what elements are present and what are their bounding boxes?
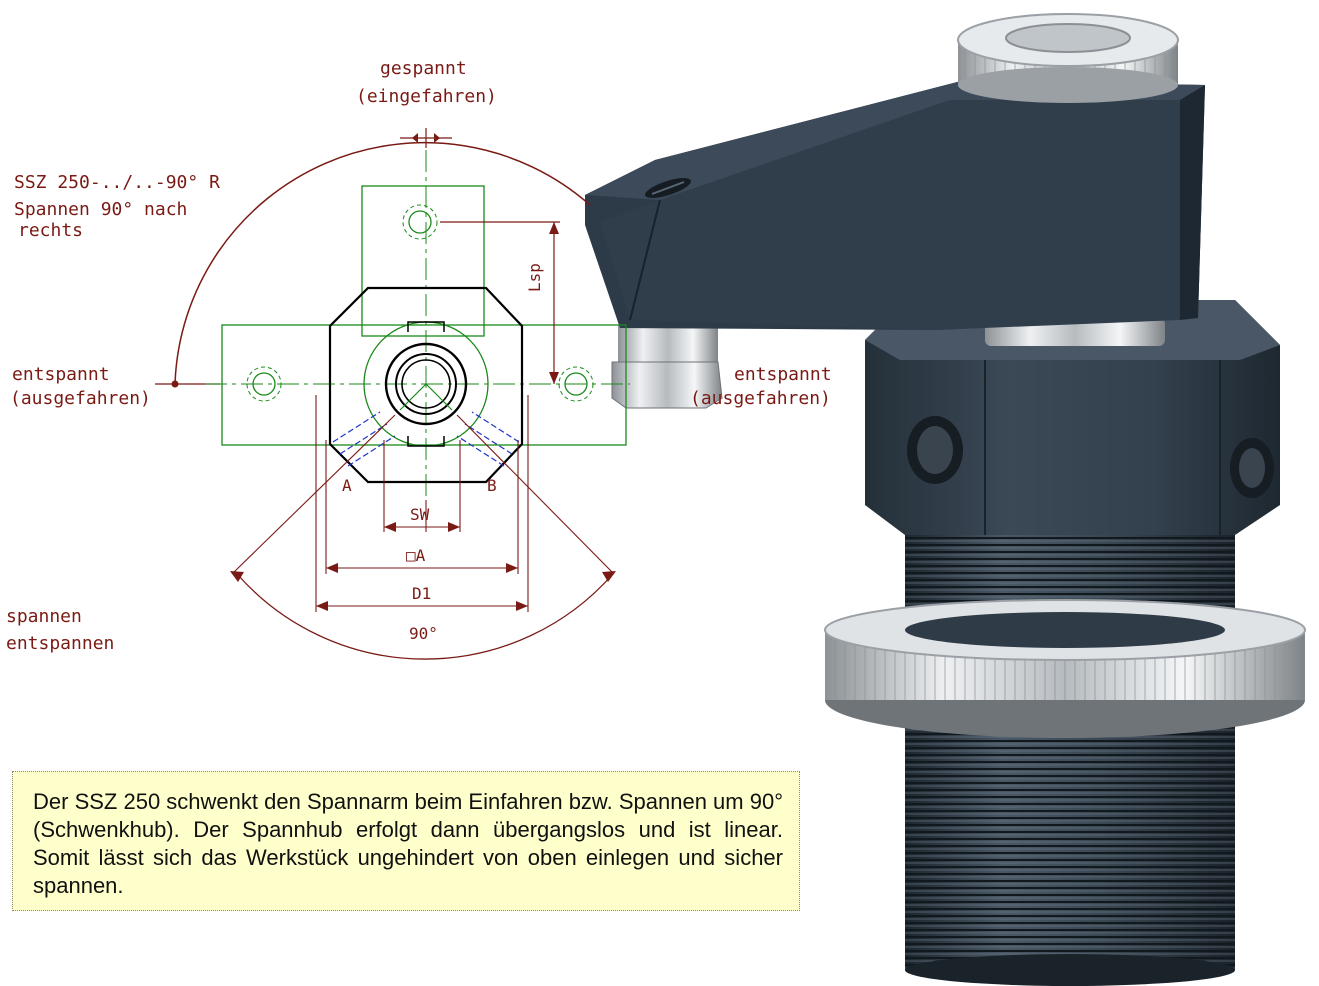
label-left-state: entspannt xyxy=(12,364,110,385)
label-right-state: entspannt xyxy=(734,364,832,385)
angle-arc xyxy=(237,574,613,660)
legend-unclamp: entspannen xyxy=(6,633,115,654)
hidden-port-channels xyxy=(332,411,520,467)
label-model-line2: Spannen 90° nach xyxy=(14,199,188,220)
dim-sw: SW xyxy=(410,505,430,524)
technical-drawing xyxy=(155,128,630,660)
dim-angle: 90° xyxy=(409,624,438,643)
swing-arc xyxy=(174,141,591,385)
label-model-line1: SSZ 250-../..-90° R xyxy=(14,172,220,193)
label-right-state-sub: (ausgefahren) xyxy=(690,388,831,409)
description-box: Der SSZ 250 schwenkt den Spannarm beim E… xyxy=(12,771,800,911)
label-top-state-sub: (eingefahren) xyxy=(356,86,497,107)
port-b-label: B xyxy=(487,476,497,495)
threaded-body xyxy=(905,520,1235,986)
lock-nut xyxy=(824,599,1306,738)
clamping-arm xyxy=(585,80,1205,330)
legend-clamp: spannen xyxy=(6,606,82,627)
top-nut xyxy=(957,13,1179,103)
label-left-state-sub: (ausgefahren) xyxy=(10,388,151,409)
label-model-line3: rechts xyxy=(18,220,84,241)
description-text: Der SSZ 250 schwenkt den Spannarm beim E… xyxy=(33,789,783,898)
contact-bolt xyxy=(611,325,723,409)
port-a-label: A xyxy=(342,476,352,495)
clamp-3d-model xyxy=(585,13,1306,986)
label-top-state: gespannt xyxy=(380,58,467,79)
dim-lsp: Lsp xyxy=(525,263,544,292)
dim-d1: D1 xyxy=(412,584,432,603)
hex-housing xyxy=(865,300,1280,535)
dim-square-a: □A xyxy=(406,546,426,565)
